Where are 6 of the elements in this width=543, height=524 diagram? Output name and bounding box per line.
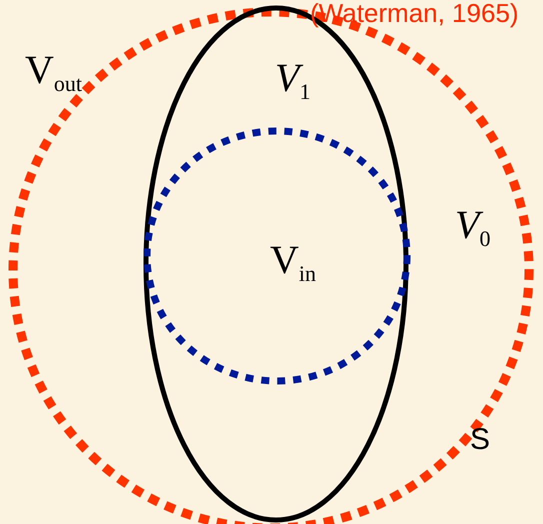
region-label: V$_{in}$ (270, 240, 316, 285)
citation-text: (Waterman, 1965) (310, 0, 519, 26)
region-label: V$_{0}$ (455, 205, 490, 250)
region-label: V$_{out}$ (25, 50, 82, 95)
surface-label: S (470, 425, 490, 455)
region-label: V$_{1}$ (275, 58, 310, 103)
